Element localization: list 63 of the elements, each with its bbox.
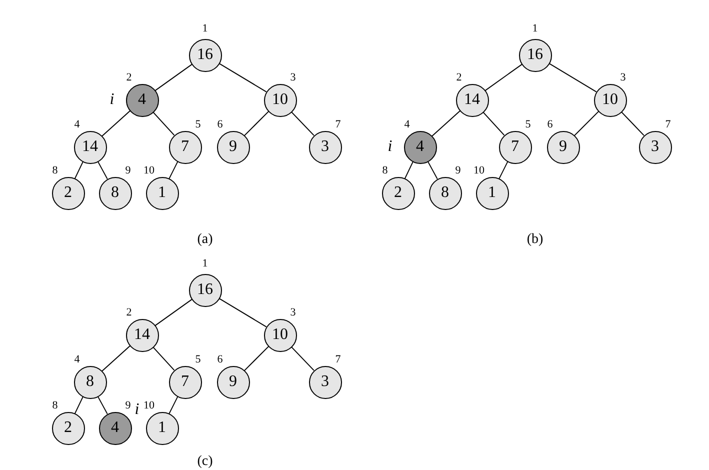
- tree-edge: [404, 160, 414, 180]
- node-index: 8: [52, 166, 58, 176]
- node-index: 2: [126, 308, 132, 318]
- node-index: 8: [382, 166, 388, 176]
- node-index: 2: [126, 72, 132, 84]
- node-index: 2: [456, 72, 462, 84]
- node-index: 4: [404, 120, 410, 130]
- tree-edge: [484, 64, 522, 92]
- tree-edge: [97, 396, 108, 414]
- node-index: 10: [474, 166, 484, 176]
- tree-edge: [74, 396, 84, 414]
- node-index: 5: [195, 120, 201, 130]
- tree-edge: [101, 110, 131, 137]
- node-index: 10: [144, 400, 154, 412]
- tree-edge: [244, 110, 270, 136]
- tree-edge: [290, 346, 314, 371]
- node-index: 10: [144, 166, 154, 176]
- tree-edge: [168, 396, 178, 414]
- node-index: 8: [52, 400, 58, 412]
- node-index: 5: [525, 120, 531, 130]
- node-index: 6: [547, 120, 553, 130]
- node-index: 7: [335, 354, 341, 366]
- tree-edge: [218, 298, 267, 328]
- node-index: 9: [125, 166, 131, 176]
- node-index: 1: [532, 24, 538, 34]
- subfigure-caption: (a): [197, 233, 213, 247]
- node-index: 3: [290, 308, 296, 318]
- tree-edge: [154, 298, 192, 326]
- tree-edge: [427, 160, 438, 180]
- node-index: 9: [125, 400, 131, 412]
- node-index: 1: [202, 258, 208, 270]
- tree-edge: [431, 110, 461, 137]
- node-index: 5: [195, 354, 201, 366]
- tree-edge: [498, 160, 508, 180]
- node-index: 6: [217, 354, 223, 366]
- tree-edge: [152, 346, 175, 371]
- tree-edge: [97, 160, 108, 180]
- tree-edge: [154, 64, 192, 92]
- tree-edge: [244, 346, 270, 372]
- subfigure-caption: (c): [197, 455, 213, 469]
- node-index: 4: [74, 354, 80, 366]
- tree-edge: [152, 111, 175, 136]
- node-index: 1: [202, 24, 208, 34]
- node-index: 6: [217, 120, 223, 130]
- node-index: 3: [290, 72, 296, 84]
- tree-edge: [482, 111, 505, 136]
- subfigure-caption: (b): [526, 233, 544, 247]
- tree-edge: [548, 62, 597, 92]
- tree-edge: [218, 62, 267, 92]
- tree-edge: [168, 160, 178, 180]
- node-index: 3: [620, 72, 626, 84]
- tree-edge: [620, 111, 644, 136]
- node-index: 9: [455, 166, 461, 176]
- variable-label: i: [134, 402, 140, 418]
- variable-label: i: [110, 92, 114, 108]
- tree-edge: [101, 345, 131, 372]
- tree-edge: [74, 160, 84, 180]
- node-index: 7: [335, 120, 341, 130]
- tree-edge: [574, 110, 600, 136]
- node-index: 7: [665, 120, 671, 130]
- tree-edge: [290, 111, 314, 136]
- node-index: 4: [74, 120, 80, 130]
- variable-label: i: [388, 139, 392, 155]
